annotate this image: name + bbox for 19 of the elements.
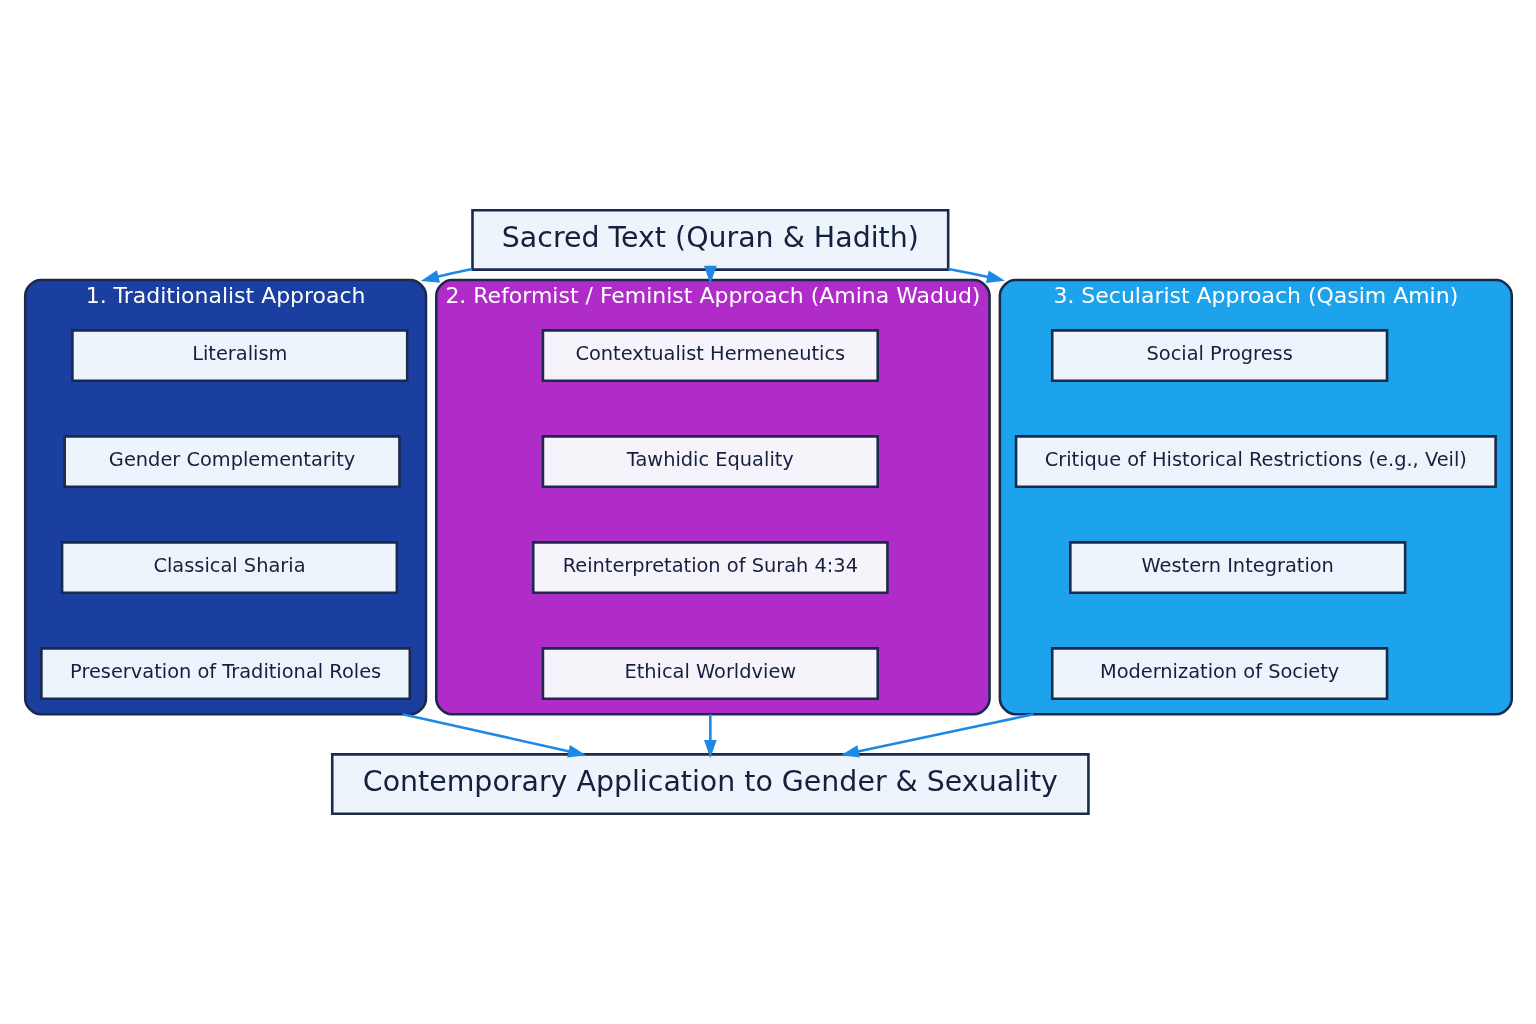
node-box: Gender Complementarity — [62, 435, 401, 489]
node-box: Contextualist Hermeneutics — [541, 329, 879, 383]
arrow — [703, 714, 717, 759]
arrow — [401, 713, 586, 758]
arrow — [840, 713, 1034, 758]
arrow — [420, 267, 472, 283]
arrow — [703, 265, 717, 284]
node-box: Tawhidic Equality — [541, 435, 879, 489]
node-box: Social Progress — [1050, 329, 1388, 383]
arrow — [947, 267, 1005, 283]
node-box: Modernization of Society — [1050, 647, 1388, 701]
node-box: Literalism — [70, 329, 408, 383]
node-box: Reinterpretation of Surah 4:34 — [531, 541, 889, 595]
node-box: Classical Sharia — [60, 541, 398, 595]
node-box: Western Integration — [1068, 541, 1406, 595]
node-box: Contemporary Application to Gender & Sexuality — [330, 753, 1090, 816]
node-box: Preservation of Traditional Roles — [39, 647, 411, 701]
node-box: Critique of Historical Restrictions (e.g., Veil) — [1014, 435, 1497, 489]
node-box: Ethical Worldview — [541, 647, 879, 701]
